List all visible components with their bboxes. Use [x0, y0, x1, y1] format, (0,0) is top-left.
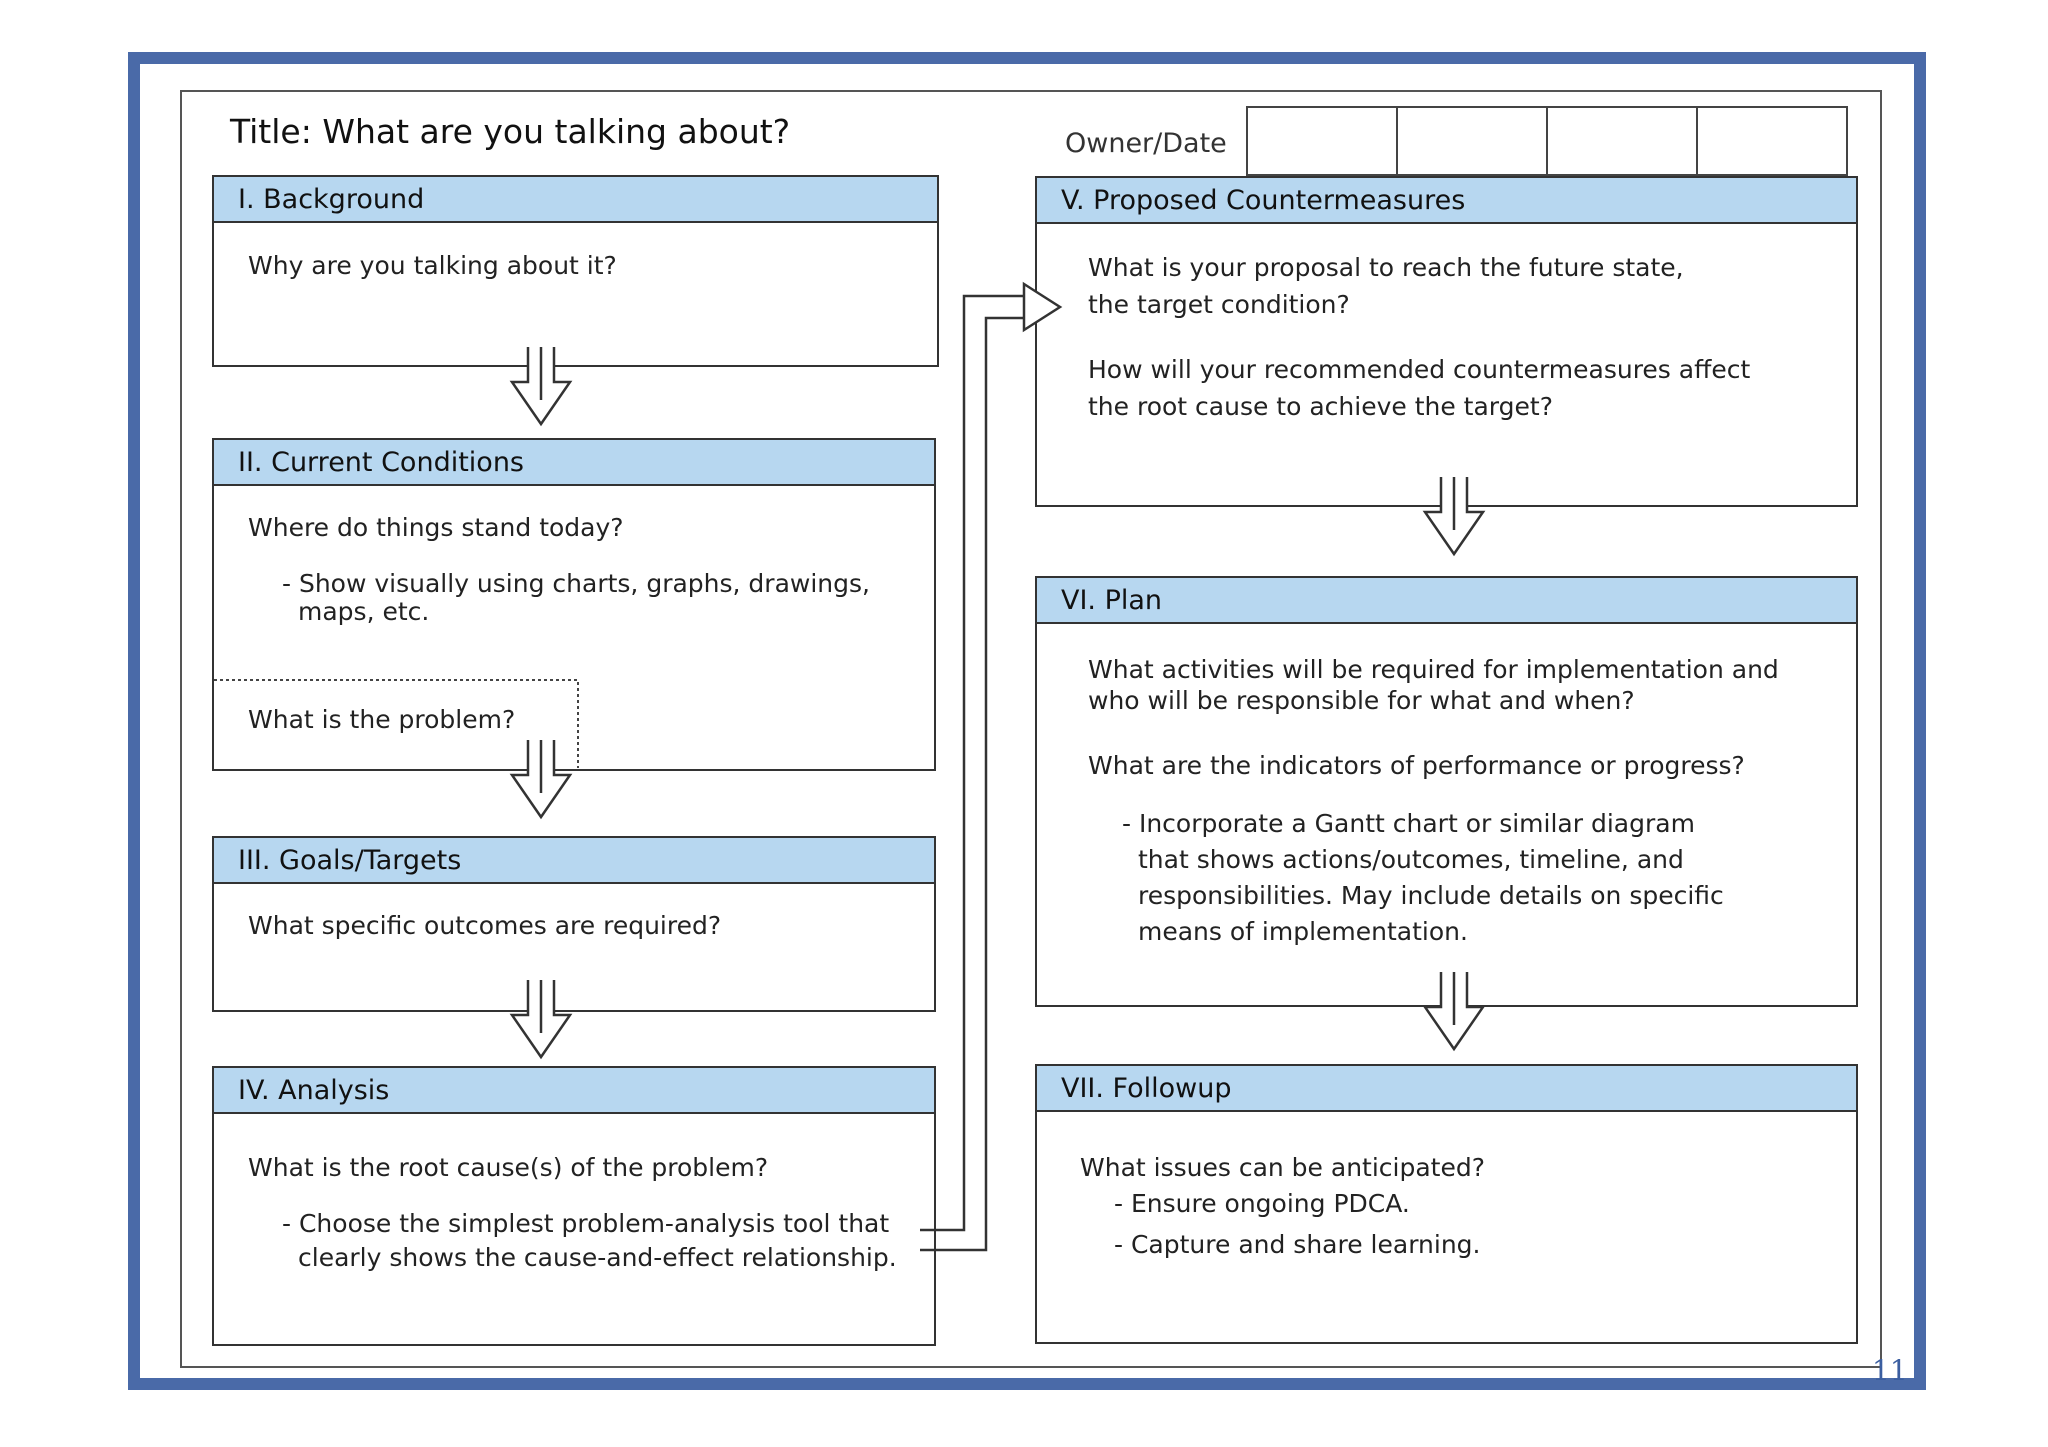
- connector-arrow: [920, 281, 1063, 1252]
- down-arrow-3: [509, 980, 573, 1060]
- owner-date-label: Owner/Date: [1065, 128, 1227, 159]
- background-box: I. Background: [212, 175, 939, 367]
- plan-box: VI. Plan: [1035, 576, 1858, 1007]
- owner-date-cell[interactable]: [1398, 108, 1548, 174]
- goals-box: III. Goals/Targets: [212, 836, 936, 1012]
- owner-date-cell[interactable]: [1548, 108, 1698, 174]
- followup-text-1: What issues can be anticipated?: [1080, 1153, 1485, 1182]
- countermeasures-text-2: the target condition?: [1088, 290, 1350, 319]
- countermeasures-header: V. Proposed Countermeasures: [1037, 178, 1856, 224]
- followup-text-2: - Ensure ongoing PDCA.: [1114, 1189, 1410, 1218]
- analysis-text-2: - Choose the simplest problem-analysis t…: [282, 1209, 890, 1238]
- down-arrow-4: [1422, 477, 1486, 557]
- sheet-title: Title: What are you talking about?: [230, 112, 791, 151]
- plan-text-6: responsibilities. May include details on…: [1138, 881, 1724, 910]
- current-text-2: - Show visually using charts, graphs, dr…: [282, 569, 870, 598]
- owner-date-cell[interactable]: [1248, 108, 1398, 174]
- analysis-text-3: clearly shows the cause-and-effect relat…: [298, 1243, 897, 1272]
- current-conditions-box: II. Current Conditions: [212, 438, 936, 771]
- plan-text-3: What are the indicators of performance o…: [1088, 751, 1745, 780]
- problem-text: What is the problem?: [248, 705, 516, 734]
- down-arrow-5: [1422, 972, 1486, 1052]
- goals-header: III. Goals/Targets: [214, 838, 934, 884]
- problem-dotted-bracket: [214, 679, 579, 768]
- page-number: 11: [1872, 1354, 1908, 1387]
- analysis-text-1: What is the root cause(s) of the problem…: [248, 1153, 769, 1182]
- current-conditions-header: II. Current Conditions: [214, 440, 934, 486]
- plan-text-5: that shows actions/outcomes, timeline, a…: [1138, 845, 1684, 874]
- owner-date-grid: [1246, 106, 1848, 176]
- plan-text-7: means of implementation.: [1138, 917, 1468, 946]
- goals-text: What specific outcomes are required?: [248, 911, 722, 940]
- countermeasures-box: V. Proposed Countermeasures: [1035, 176, 1858, 507]
- plan-header: VI. Plan: [1037, 578, 1856, 624]
- plan-text-4: - Incorporate a Gantt chart or similar d…: [1122, 809, 1695, 838]
- followup-text-3: - Capture and share learning.: [1114, 1230, 1481, 1259]
- analysis-header: IV. Analysis: [214, 1068, 934, 1114]
- followup-header: VII. Followup: [1037, 1066, 1856, 1112]
- plan-text-1: What activities will be required for imp…: [1088, 655, 1779, 684]
- plan-text-2: who will be responsible for what and whe…: [1088, 686, 1635, 715]
- background-text: Why are you talking about it?: [248, 251, 617, 280]
- down-arrow-2: [509, 740, 573, 820]
- current-text-1: Where do things stand today?: [248, 513, 624, 542]
- a3-sheet: [180, 90, 1882, 1368]
- followup-box: VII. Followup: [1035, 1064, 1858, 1344]
- down-arrow-1: [509, 347, 573, 427]
- analysis-box: IV. Analysis: [212, 1066, 936, 1346]
- countermeasures-text-1: What is your proposal to reach the futur…: [1088, 253, 1684, 282]
- background-header: I. Background: [214, 177, 937, 223]
- countermeasures-text-3: How will your recommended countermeasure…: [1088, 355, 1751, 384]
- countermeasures-text-4: the root cause to achieve the target?: [1088, 392, 1553, 421]
- current-text-3: maps, etc.: [298, 597, 430, 626]
